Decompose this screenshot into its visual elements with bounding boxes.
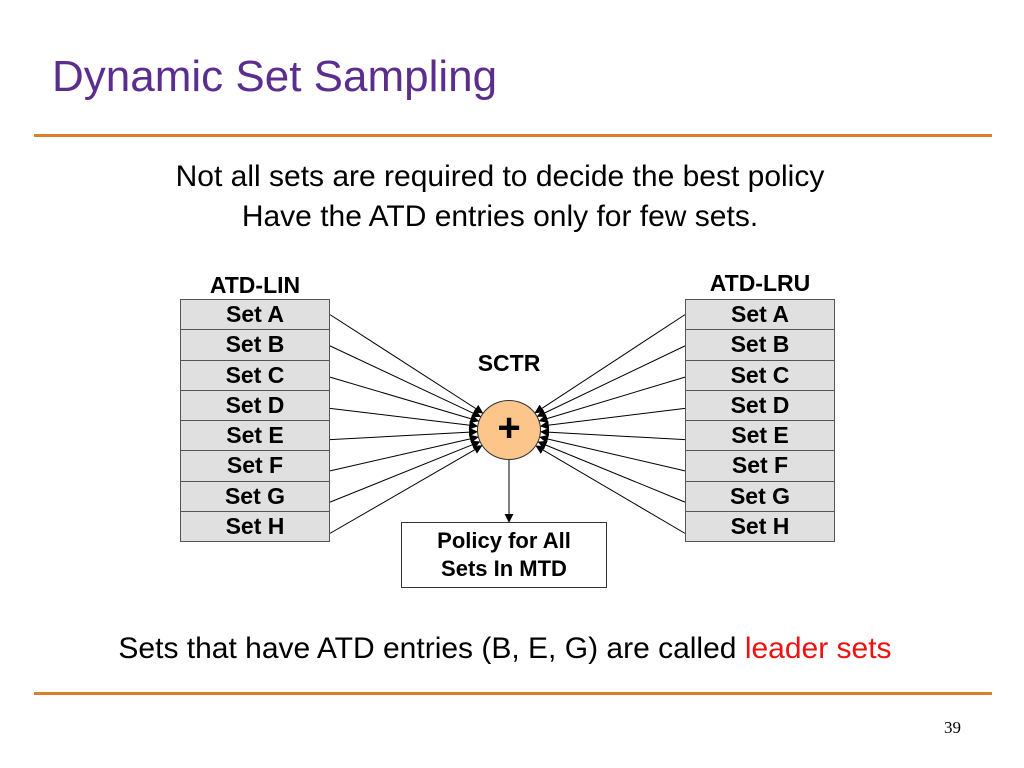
top-divider bbox=[34, 134, 992, 137]
policy-output-line-2: Sets In MTD bbox=[441, 556, 567, 581]
arrow-atd-lru-set-e bbox=[540, 427, 686, 441]
arrow-atd-lru-set-d bbox=[539, 407, 686, 430]
atd-lin-set-h: Set H bbox=[180, 510, 330, 542]
atd-lin-set-a: Set A bbox=[180, 299, 330, 331]
atd-lru-set-c: Set C bbox=[685, 359, 835, 391]
atd-lin-table: Set A Set B Set C Set D Set E Set F Set … bbox=[180, 299, 330, 542]
arrow-atd-lin-set-a bbox=[329, 314, 484, 414]
arrow-atd-lru-set-g bbox=[537, 440, 686, 503]
atd-lru-set-f: Set F bbox=[685, 450, 835, 482]
atd-lru-set-h: Set H bbox=[685, 510, 835, 542]
atd-lin-set-d: Set D bbox=[180, 389, 330, 421]
atd-lru-set-g: Set G bbox=[685, 480, 835, 512]
arrow-atd-lru-set-b bbox=[536, 345, 686, 417]
sctr-label: SCTR bbox=[477, 350, 541, 376]
arrow-atd-lin-set-b bbox=[329, 345, 482, 418]
bottom-divider bbox=[34, 692, 992, 695]
atd-lin-set-f: Set F bbox=[180, 450, 330, 482]
page-number: 39 bbox=[944, 718, 961, 737]
atd-lru-set-a: Set A bbox=[685, 299, 835, 331]
atd-lin-set-g: Set G bbox=[180, 480, 330, 512]
arrow-atd-lin-set-f bbox=[329, 434, 479, 472]
leader-sets-note: Sets that have ATD entries (B, E, G) are… bbox=[0, 632, 1010, 666]
leader-sets-note-text: Sets that have ATD entries (B, E, G) are… bbox=[118, 632, 745, 665]
arrow-atd-lru-set-a bbox=[534, 314, 686, 414]
leader-sets-highlight: leader sets bbox=[744, 632, 892, 665]
arrow-atd-lru-set-c bbox=[538, 376, 686, 423]
atd-lru-set-d: Set D bbox=[685, 389, 835, 421]
policy-output-line-1: Policy for All bbox=[437, 528, 571, 553]
subtitle-line-1: Not all sets are required to decide the … bbox=[175, 160, 825, 193]
arrow-atd-lin-set-h bbox=[329, 445, 483, 534]
arrow-atd-lin-set-c bbox=[329, 376, 480, 424]
arrow-atd-lin-set-e bbox=[329, 427, 478, 441]
policy-output-box: Policy for All Sets In MTD bbox=[401, 522, 607, 588]
atd-lru-label: ATD-LRU bbox=[709, 270, 811, 296]
slide-title: Dynamic Set Sampling bbox=[52, 52, 498, 101]
atd-lin-set-e: Set E bbox=[180, 420, 330, 452]
atd-lru-set-b: Set B bbox=[685, 329, 835, 361]
atd-lin-set-c: Set C bbox=[180, 359, 330, 391]
atd-lin-label: ATD-LIN bbox=[209, 272, 301, 298]
atd-lin-set-b: Set B bbox=[180, 329, 330, 361]
arrow-atd-lru-set-f bbox=[539, 434, 686, 472]
subtitle-line-2: Have the ATD entries only for few sets. bbox=[241, 200, 759, 233]
arrow-atd-lin-set-g bbox=[329, 440, 481, 503]
atd-lru-set-e: Set E bbox=[685, 420, 835, 452]
sctr-sum-node: + bbox=[477, 400, 541, 460]
atd-lru-table: Set A Set B Set C Set D Set E Set F Set … bbox=[685, 299, 835, 542]
arrow-atd-lru-set-h bbox=[535, 445, 686, 534]
arrow-atd-lin-set-d bbox=[329, 407, 479, 430]
